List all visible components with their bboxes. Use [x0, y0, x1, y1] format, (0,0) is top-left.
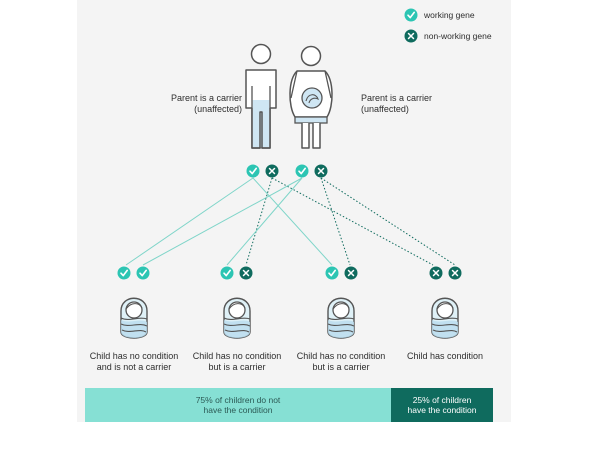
child2-label-line2: but is a carrier	[208, 362, 266, 372]
parent1-label: Parent is a carrier (unaffected)	[130, 93, 242, 115]
line-p2-nonworking-to-child4	[320, 177, 456, 266]
child3-label-line2: but is a carrier	[312, 362, 370, 372]
parent1-label-line1: Parent is a carrier	[170, 93, 242, 103]
child3-label-line1: Child has no condition	[296, 351, 386, 361]
summary-no-condition-line2: have the condition	[203, 405, 273, 415]
child2-baby-icon	[223, 297, 251, 339]
summary-no-condition-line1: 75% of children do not	[195, 394, 281, 405]
child3-label: Child has no condition but is a carrier	[286, 351, 396, 373]
summary-condition-line2: have the condition	[407, 405, 477, 415]
diagram-panel	[77, 0, 511, 422]
child4-baby-icon	[431, 297, 459, 339]
parent2-non-working-gene-icon	[313, 163, 329, 179]
child4-gene-a-non-working-icon	[428, 265, 444, 281]
child1-label-line2: and is not a carrier	[96, 362, 172, 372]
legend-working-label: working gene	[424, 10, 475, 20]
parent2-label-line2: (unaffected)	[361, 104, 409, 114]
line-p1-nonworking-to-child4	[271, 177, 434, 266]
parent1-label-line2: (unaffected)	[194, 104, 242, 114]
mother-icon	[289, 45, 333, 149]
legend-non-working-icon	[403, 28, 419, 44]
legend-non-working-label: non-working gene	[424, 31, 492, 41]
parent2-label-line1: Parent is a carrier	[361, 93, 433, 103]
child1-label-line1: Child has no condition	[89, 351, 179, 361]
child3-gene-a-working-icon	[324, 265, 340, 281]
summary-no-condition-bar: 75% of children do not have the conditio…	[85, 388, 391, 422]
parent1-non-working-gene-icon	[264, 163, 280, 179]
child1-baby-icon	[120, 297, 148, 339]
child3-baby-icon	[327, 297, 355, 339]
father-icon	[245, 43, 277, 149]
summary-condition-bar: 25% of children have the condition	[391, 388, 493, 422]
child2-gene-b-non-working-icon	[238, 265, 254, 281]
child2-gene-a-working-icon	[219, 265, 235, 281]
parent1-working-gene-icon	[245, 163, 261, 179]
child4-gene-b-non-working-icon	[447, 265, 463, 281]
line-p2-working-to-child2	[226, 177, 303, 266]
child1-label: Child has no condition and is not a carr…	[79, 351, 189, 373]
parent2-label: Parent is a carrier (unaffected)	[361, 93, 473, 115]
child2-label: Child has no condition but is a carrier	[182, 351, 292, 373]
child4-label: Child has condition	[390, 351, 500, 362]
line-p1-nonworking-to-child2	[245, 177, 273, 266]
legend-working-icon	[403, 7, 419, 23]
line-p1-working-to-child3	[252, 177, 333, 266]
child2-label-line1: Child has no condition	[192, 351, 282, 361]
child3-gene-b-non-working-icon	[343, 265, 359, 281]
inheritance-lines	[125, 177, 456, 266]
summary-condition-line1: 25% of children	[412, 394, 472, 405]
child1-gene-a-working-icon	[116, 265, 132, 281]
line-p2-nonworking-to-child3	[320, 177, 351, 266]
child4-label-line1: Child has condition	[406, 351, 484, 361]
child1-gene-b-working-icon	[135, 265, 151, 281]
parent2-working-gene-icon	[294, 163, 310, 179]
line-p1-working-to-child1	[125, 177, 254, 266]
line-p2-working-to-child1	[142, 177, 303, 266]
